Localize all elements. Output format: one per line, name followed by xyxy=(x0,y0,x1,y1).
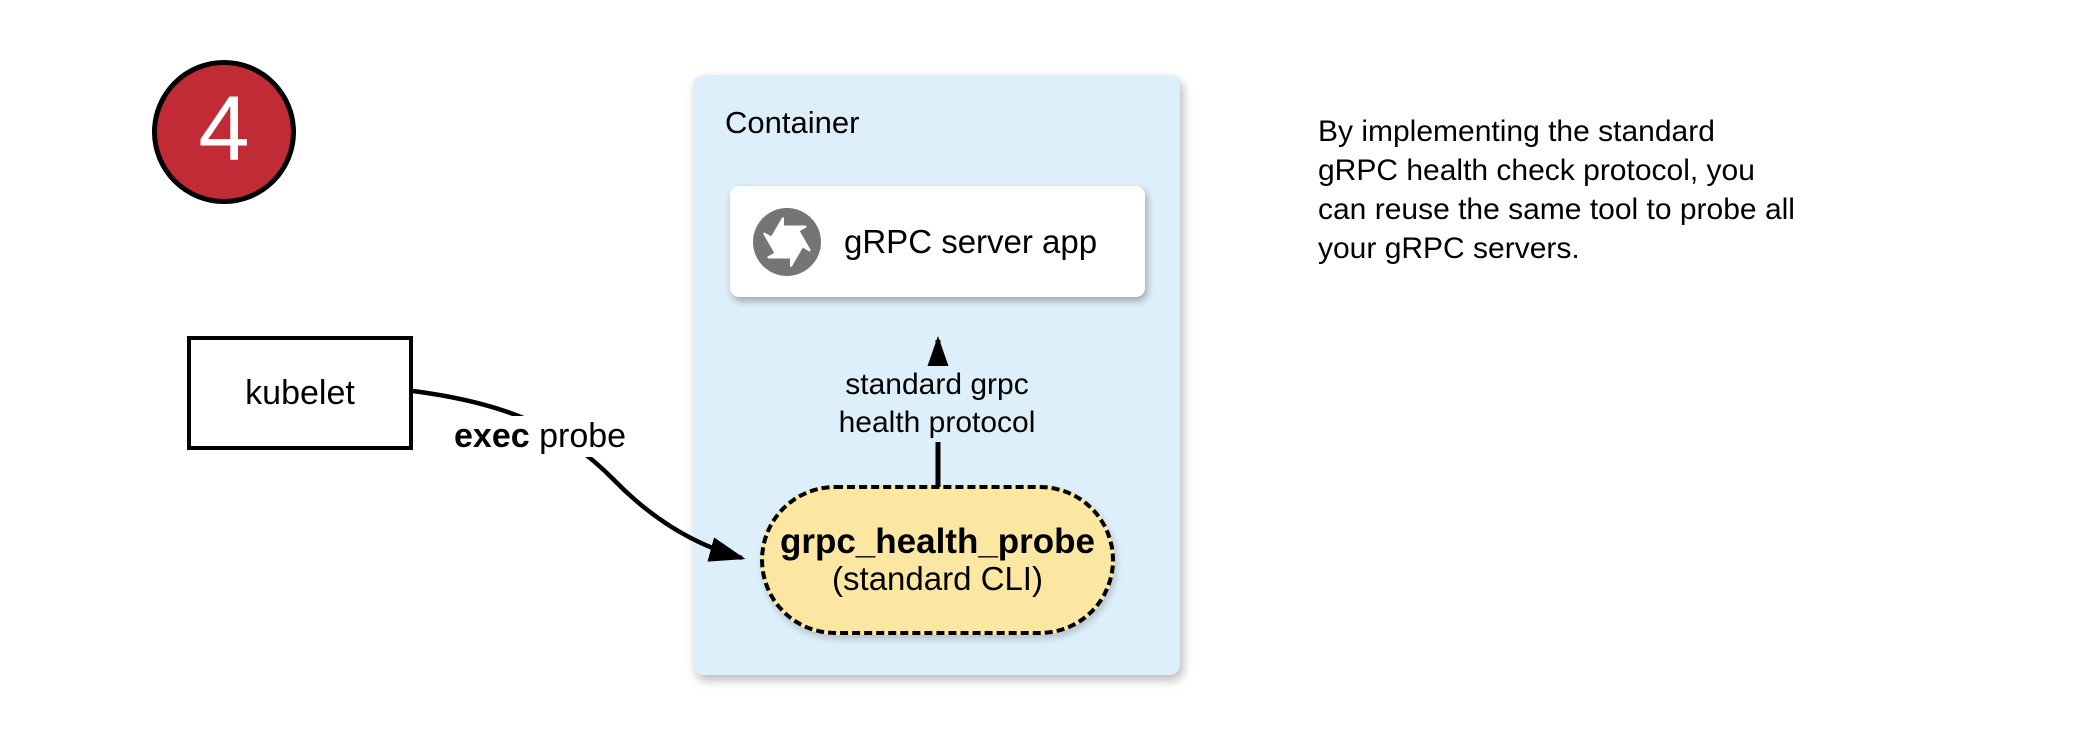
protocol-label-line1: standard grpc xyxy=(845,368,1029,401)
kubelet-node: kubelet xyxy=(187,336,413,450)
server-app-label: gRPC server app xyxy=(844,222,1098,260)
grpc-health-probe-node: grpc_health_probe (standard CLI) xyxy=(760,485,1115,635)
exec-probe-label-bold: exec xyxy=(454,417,530,455)
step-badge: 4 xyxy=(152,60,296,204)
container-title: Container xyxy=(725,105,860,140)
side-note-line: By implementing the standard xyxy=(1318,115,1715,148)
side-note-line: gRPC health check protocol, you xyxy=(1318,154,1755,187)
side-note: By implementing the standard gRPC health… xyxy=(1318,112,1795,268)
step-number: 4 xyxy=(198,78,250,180)
protocol-label: standard grpc health protocol xyxy=(821,366,1053,442)
kubelet-label: kubelet xyxy=(245,373,355,412)
exec-probe-label: exec probe xyxy=(447,416,634,457)
probe-subtitle: (standard CLI) xyxy=(832,560,1043,598)
protocol-label-line2: health protocol xyxy=(838,406,1036,439)
probe-name: grpc_health_probe xyxy=(779,521,1096,561)
grpc-server-app-node: gRPC server app xyxy=(730,186,1145,297)
container-group: Container gRPC server app grpc_health_pr… xyxy=(693,75,1180,675)
exec-probe-label-rest: probe xyxy=(529,417,627,455)
side-note-line: can reuse the same tool to probe all xyxy=(1318,193,1795,226)
side-note-line: your gRPC servers. xyxy=(1318,232,1580,265)
aperture-icon xyxy=(753,207,821,276)
